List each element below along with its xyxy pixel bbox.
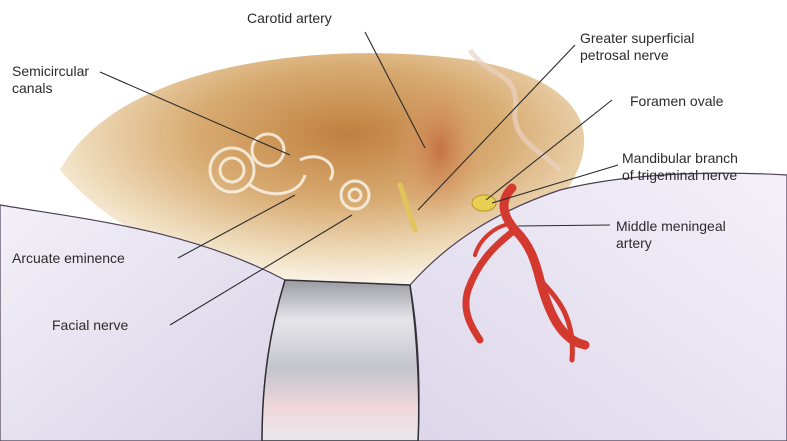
label-mandibular-branch: Mandibular branch of trigeminal nerve bbox=[622, 150, 738, 184]
label-facial-nerve: Facial nerve bbox=[52, 317, 128, 334]
label-carotid-artery: Carotid artery bbox=[247, 10, 332, 27]
label-arcuate-eminence: Arcuate eminence bbox=[12, 250, 125, 267]
label-semicircular-canals: Semicircular canals bbox=[12, 63, 89, 97]
retractor-blade bbox=[262, 280, 419, 441]
label-greater-superficial-petrosal-nerve: Greater superficial petrosal nerve bbox=[580, 30, 694, 64]
label-middle-meningeal-artery: Middle meningeal artery bbox=[616, 218, 726, 252]
label-foramen-ovale: Foramen ovale bbox=[630, 93, 723, 110]
carotid-artery-shape bbox=[395, 75, 485, 225]
